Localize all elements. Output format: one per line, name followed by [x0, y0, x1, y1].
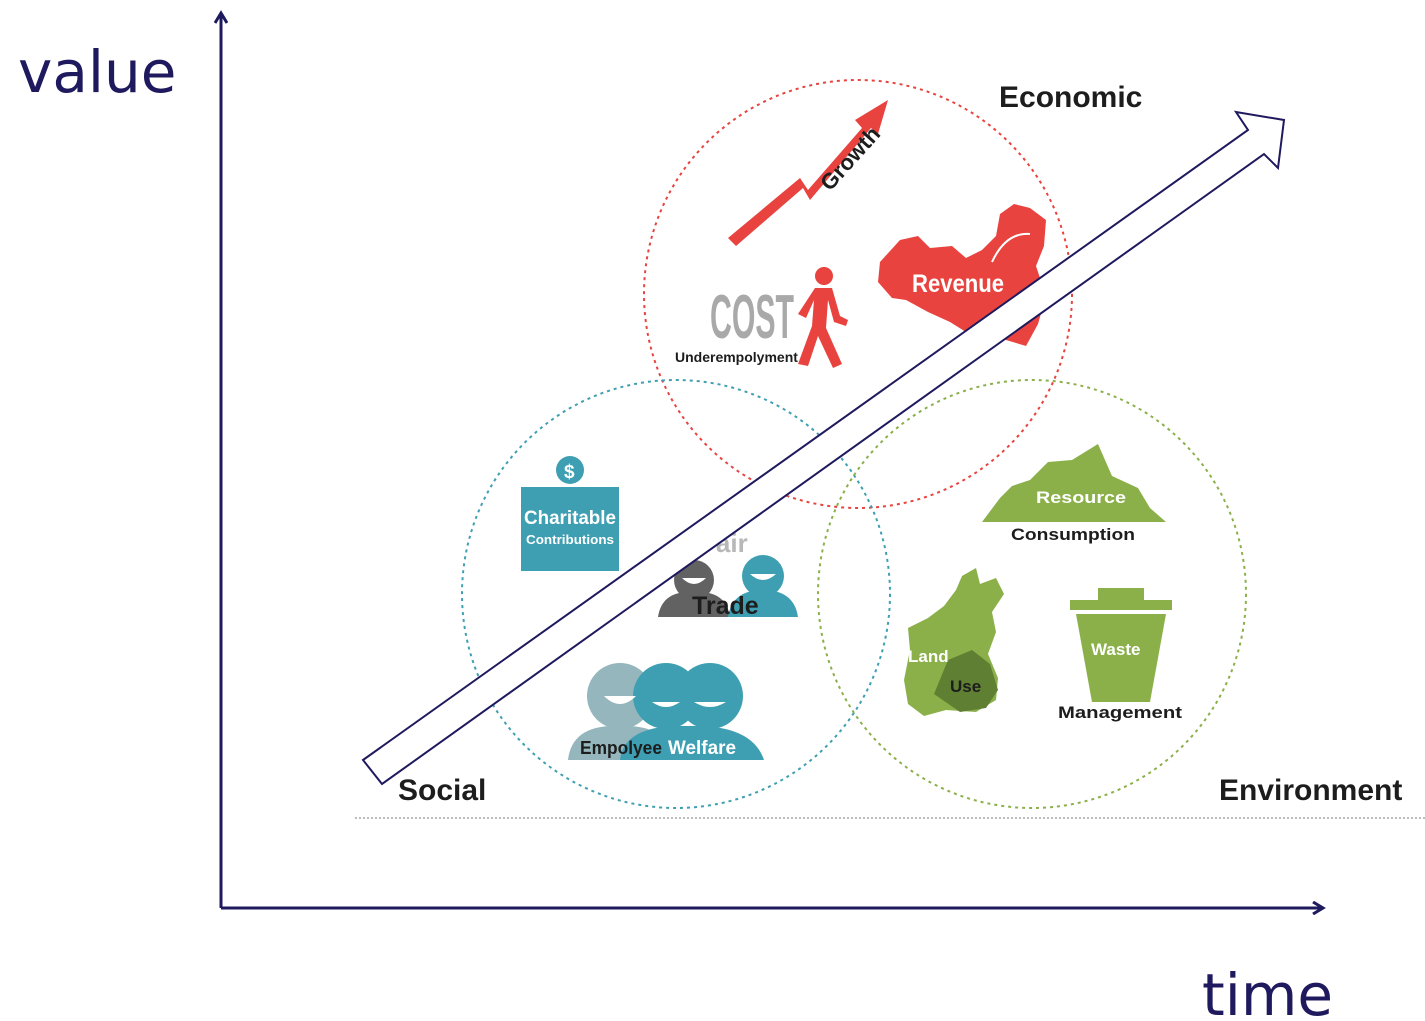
- x-axis-title: time: [1202, 961, 1333, 1021]
- management-label: Management: [1058, 703, 1182, 722]
- waste-bin-icon: Waste Management: [1058, 588, 1182, 722]
- dollar-coin-icon: [556, 456, 584, 484]
- dollar-sign: $: [564, 462, 575, 483]
- contributions-label: Contributions: [526, 532, 614, 547]
- employee-welfare-icon: Empolyee Welfare: [568, 663, 764, 760]
- resource-consumption-icon: Resource Consumption: [982, 444, 1166, 544]
- walking-person-icon: [798, 267, 848, 368]
- charitable-label: Charitable: [524, 508, 616, 529]
- social-label: Social: [398, 774, 486, 807]
- charitable-contributions-icon: $ Charitable Contributions: [521, 456, 619, 571]
- consumption-label: Consumption: [1011, 525, 1135, 544]
- revenue-label: Revenue: [912, 270, 1004, 298]
- person-teal-icon: [728, 555, 798, 617]
- resource-label: Resource: [1036, 488, 1126, 507]
- cost-icon: COST Underempolyment: [675, 267, 848, 368]
- welfare-label: Welfare: [668, 738, 736, 759]
- land-use-map-icon: Land Use: [904, 568, 1004, 716]
- cost-label: COST: [710, 283, 794, 352]
- waste-label: Waste: [1091, 640, 1140, 659]
- environment-label: Environment: [1219, 774, 1402, 807]
- use-label: Use: [950, 677, 981, 696]
- trend-arrow: [361, 110, 1286, 786]
- fair-trade-icon: Fair Trade: [658, 528, 798, 620]
- person-grey-icon: [658, 560, 730, 617]
- environment-circle: [817, 379, 1247, 809]
- trade-label: Trade: [692, 592, 759, 620]
- underemployment-label: Underempolyment: [675, 349, 798, 365]
- social-circle: [461, 379, 891, 809]
- employee-label: Empolyee: [580, 738, 662, 758]
- growth-icon: Growth: [728, 100, 888, 246]
- land-label: Land: [908, 647, 949, 666]
- economic-circle: [643, 79, 1073, 509]
- y-axis-title: value: [18, 38, 176, 106]
- growth-label: Growth: [815, 121, 885, 195]
- economic-label: Economic: [999, 81, 1142, 114]
